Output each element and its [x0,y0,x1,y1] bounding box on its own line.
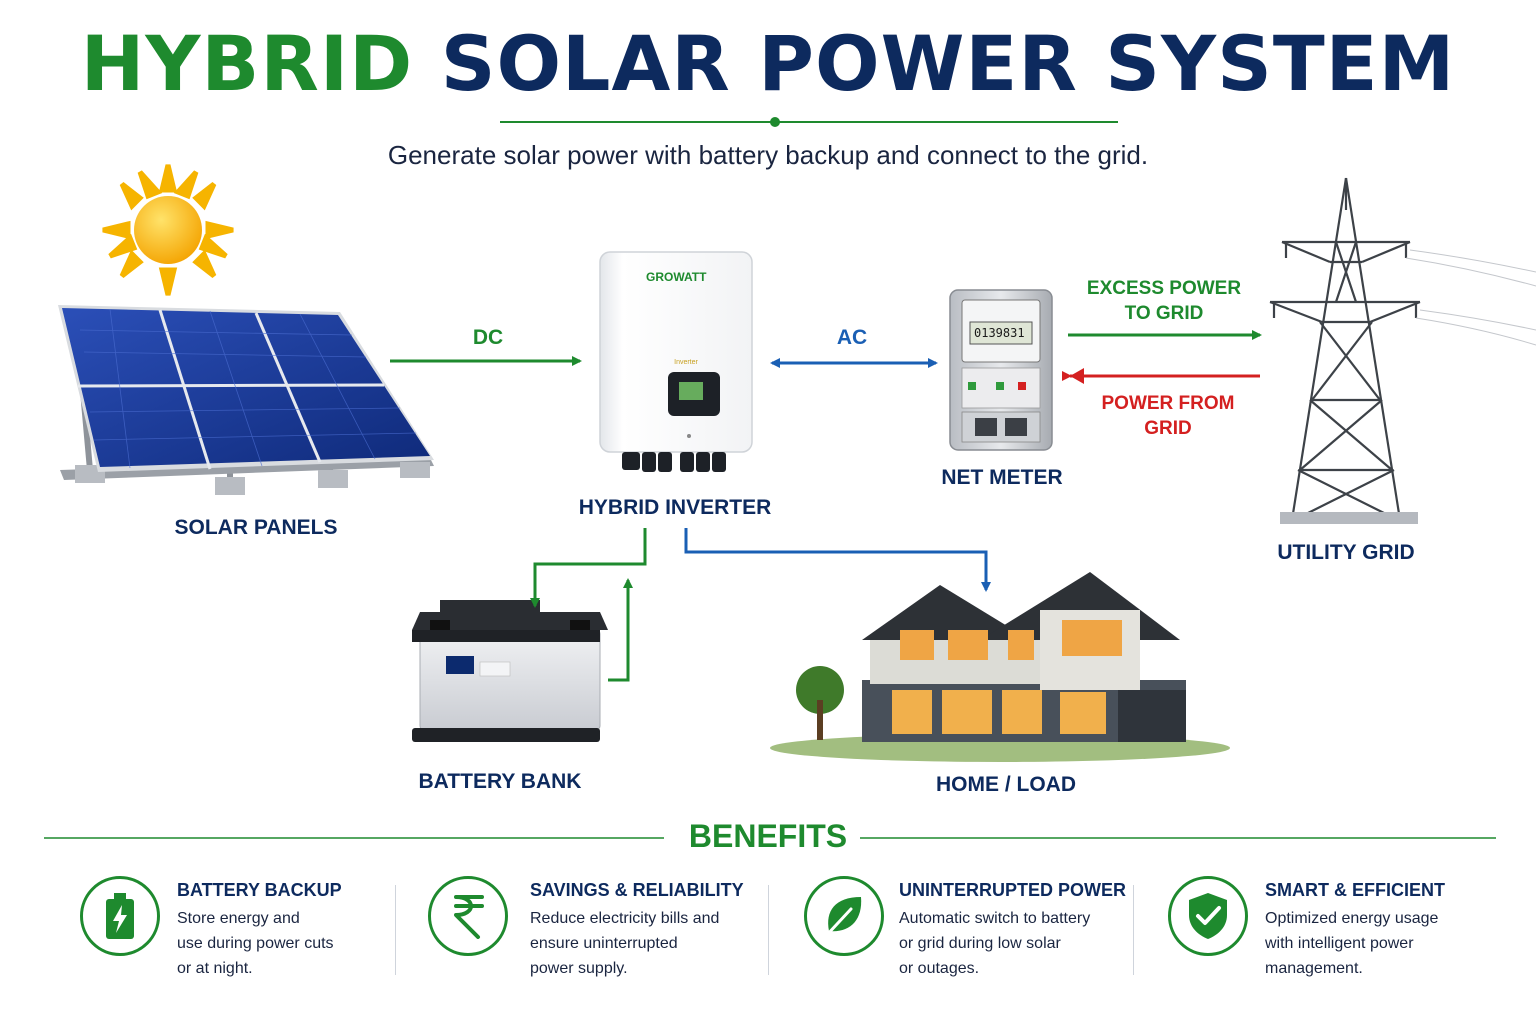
benefit-divider [768,885,769,975]
hybrid-inverter-label: HYBRID INVERTER [575,496,775,520]
svg-text:Inverter: Inverter [674,359,698,366]
solar-panels-image [58,305,434,495]
net-meter-image [950,290,1052,450]
benefit-line: power supply. [530,956,719,981]
battery-bank-label: BATTERY BANK [410,770,590,794]
rupee-icon [428,876,508,956]
utility-tower-image [1270,178,1420,520]
benefit-line: or grid during low solar [899,931,1090,956]
battery-icon [80,876,160,956]
benefit-description: Automatic switch to battery or grid duri… [899,906,1090,981]
benefit-title: SMART & EFFICIENT [1265,880,1445,901]
from-grid-line-1: POWER FROM [1078,391,1258,416]
dc-label: DC [448,325,528,350]
benefit-description: Reduce electricity bills and ensure unin… [530,906,719,981]
benefit-card-uninterrupted: UNINTERRUPTED POWER Automatic switch to … [804,870,1134,1000]
from-grid-line-2: GRID [1078,416,1258,441]
benefit-line: with intelligent power [1265,931,1438,956]
benefit-title: SAVINGS & RELIABILITY [530,880,744,901]
benefit-line: Optimized energy usage [1265,906,1438,931]
power-lines [1406,250,1536,345]
home-load-label: HOME / LOAD [906,773,1106,797]
sun-icon [103,165,233,295]
benefit-line: use during power cuts [177,931,334,956]
home-load-arrow [686,528,986,590]
benefit-line: Automatic switch to battery [899,906,1090,931]
benefit-description: Optimized energy usage with intelligent … [1265,906,1438,981]
inverter-brand: GROWATT [646,270,706,284]
shield-check-icon [1168,876,1248,956]
benefit-divider [1133,885,1134,975]
battery-image [412,600,608,742]
benefit-line: or outages. [899,956,1090,981]
ac-label: AC [812,325,892,350]
benefit-card-battery-backup: BATTERY BACKUP Store energy and use duri… [80,870,380,1000]
power-from-grid-arrowhead [1070,368,1084,384]
benefit-line: ensure uninterrupted [530,931,719,956]
benefit-title: UNINTERRUPTED POWER [899,880,1126,901]
solar-panels-label: SOLAR PANELS [156,516,356,540]
excess-line-2: TO GRID [1074,301,1254,326]
net-meter-label: NET METER [912,466,1092,490]
excess-power-label: EXCESS POWER TO GRID [1074,276,1254,326]
benefit-line: or at night. [177,956,334,981]
benefits-title: BENEFITS [0,818,1536,855]
leaf-icon [804,876,884,956]
benefit-title: BATTERY BACKUP [177,880,342,901]
excess-line-1: EXCESS POWER [1074,276,1254,301]
house-image [770,572,1230,762]
benefit-line: Reduce electricity bills and [530,906,719,931]
benefit-line: management. [1265,956,1438,981]
benefit-card-savings: SAVINGS & RELIABILITY Reduce electricity… [428,870,758,1000]
inverter-image: Inverter [600,252,752,472]
battery-discharge-arrow [608,580,628,680]
benefit-card-smart: SMART & EFFICIENT Optimized energy usage… [1168,870,1498,1000]
benefit-description: Store energy and use during power cuts o… [177,906,334,981]
benefit-line: Store energy and [177,906,334,931]
utility-grid-label: UTILITY GRID [1256,541,1436,565]
tower-base [1280,512,1418,524]
benefit-divider [395,885,396,975]
power-from-grid-label: POWER FROM GRID [1078,391,1258,441]
meter-reading: 0139831 [974,326,1025,340]
